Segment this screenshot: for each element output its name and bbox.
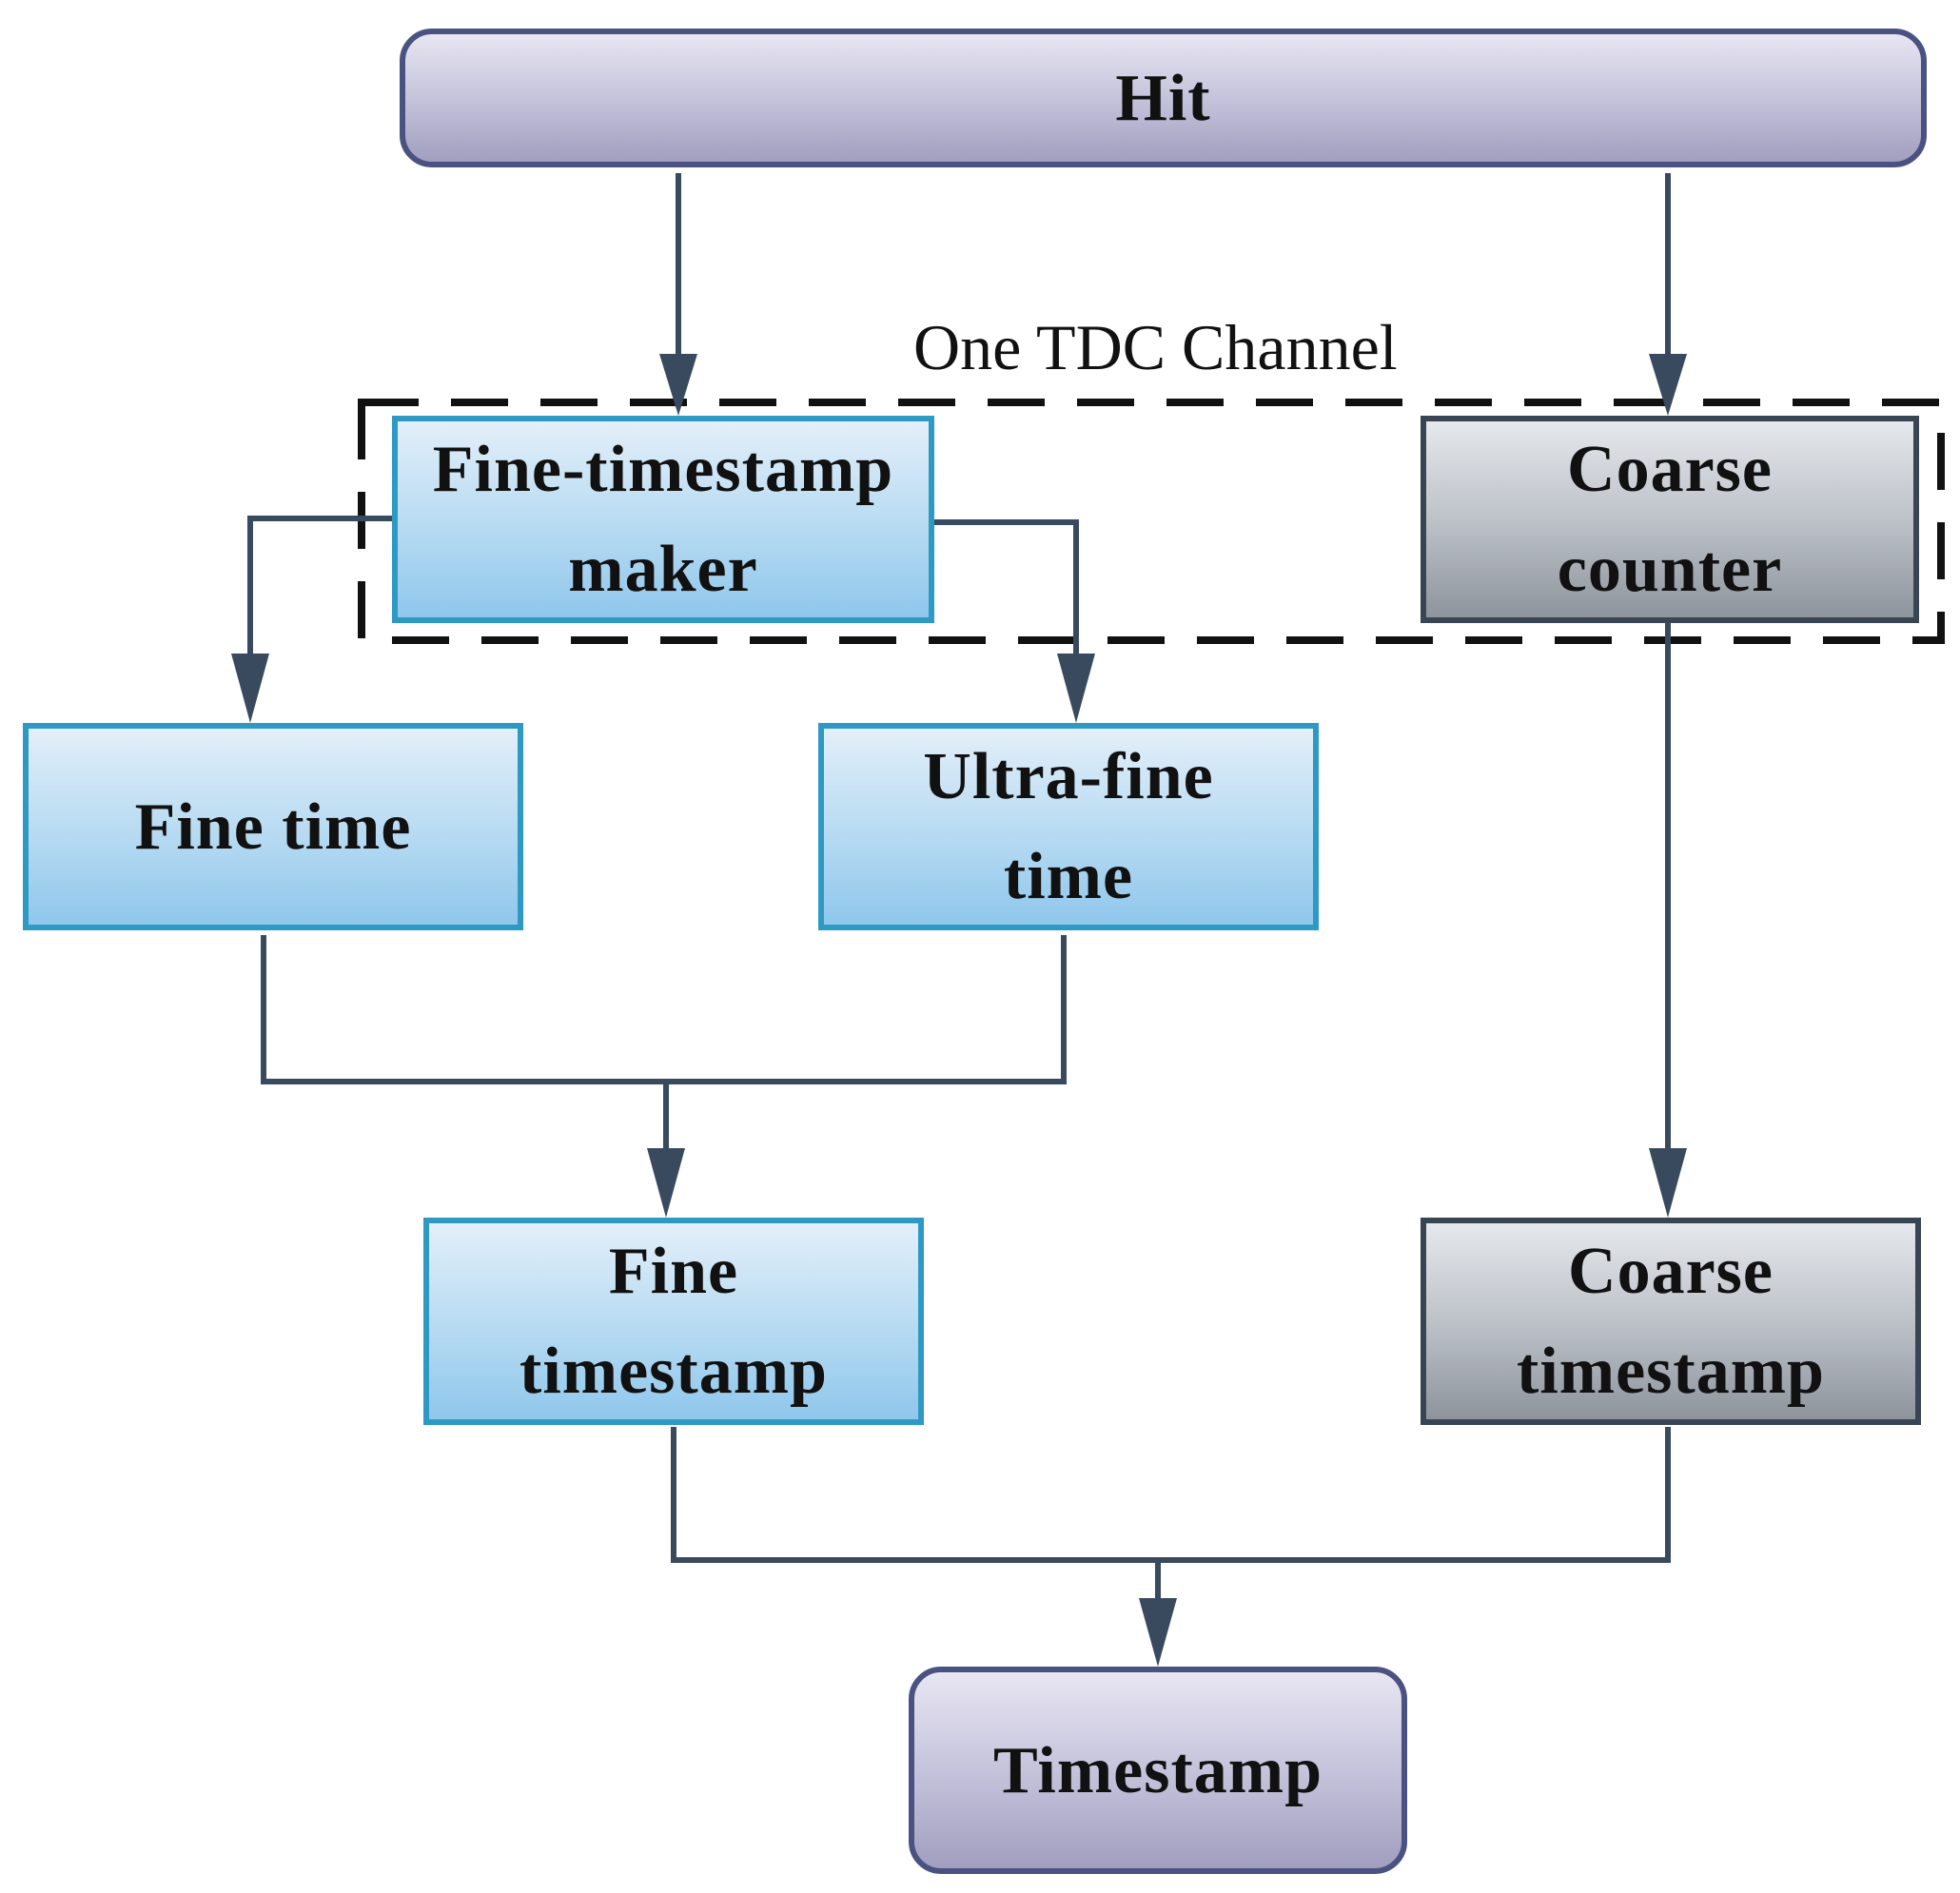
- coarse-timestamp-node: Coarse timestamp: [1421, 1218, 1921, 1425]
- fine-timestamp-node: Fine timestamp: [423, 1218, 924, 1425]
- connector-fine-time-merge: [261, 935, 1067, 1084]
- arrowhead-fine-timestamp: [647, 1148, 685, 1218]
- tdc-channel-label: One TDC Channel: [913, 311, 1398, 383]
- hit-label: Hit: [1115, 61, 1211, 135]
- fine-timestamp-maker-node: Fine-timestamp maker: [392, 416, 934, 623]
- arrowhead-fine-time: [231, 654, 269, 723]
- fine-time-node: Fine time: [23, 723, 523, 930]
- connector-fine-maker-to-ultra-fine-time: [934, 519, 1079, 656]
- ultra-fine-time-line2: time: [1003, 840, 1134, 913]
- arrowhead-coarse-timestamp: [1649, 1148, 1687, 1218]
- arrowhead-fine-maker: [659, 354, 697, 416]
- coarse-counter-line1: Coarse: [1567, 433, 1773, 506]
- coarse-timestamp-line1: Coarse: [1568, 1235, 1774, 1308]
- timestamp-label: Timestamp: [992, 1733, 1323, 1807]
- timestamp-node: Timestamp: [909, 1667, 1407, 1874]
- arrowhead-timestamp: [1139, 1598, 1177, 1667]
- fine-time-label: Fine time: [134, 790, 412, 864]
- arrowhead-ultra-fine-time: [1057, 654, 1095, 723]
- coarse-counter-line2: counter: [1557, 533, 1783, 606]
- hit-node: Hit: [400, 29, 1927, 167]
- connector-fine-maker-to-fine-time: [247, 516, 395, 656]
- ultra-fine-time-line1: Ultra-fine: [923, 740, 1214, 813]
- ultra-fine-time-node: Ultra-fine time: [818, 723, 1319, 930]
- coarse-counter-node: Coarse counter: [1421, 416, 1919, 623]
- connector-timestamp-merge: [671, 1427, 1671, 1563]
- fine-timestamp-line1: Fine: [608, 1235, 739, 1308]
- fine-timestamp-line2: timestamp: [519, 1335, 828, 1408]
- fine-timestamp-maker-line2: maker: [568, 533, 758, 606]
- arrowhead-coarse-counter: [1649, 354, 1687, 416]
- fine-timestamp-maker-line1: Fine-timestamp: [432, 433, 894, 506]
- coarse-timestamp-line2: timestamp: [1517, 1335, 1825, 1408]
